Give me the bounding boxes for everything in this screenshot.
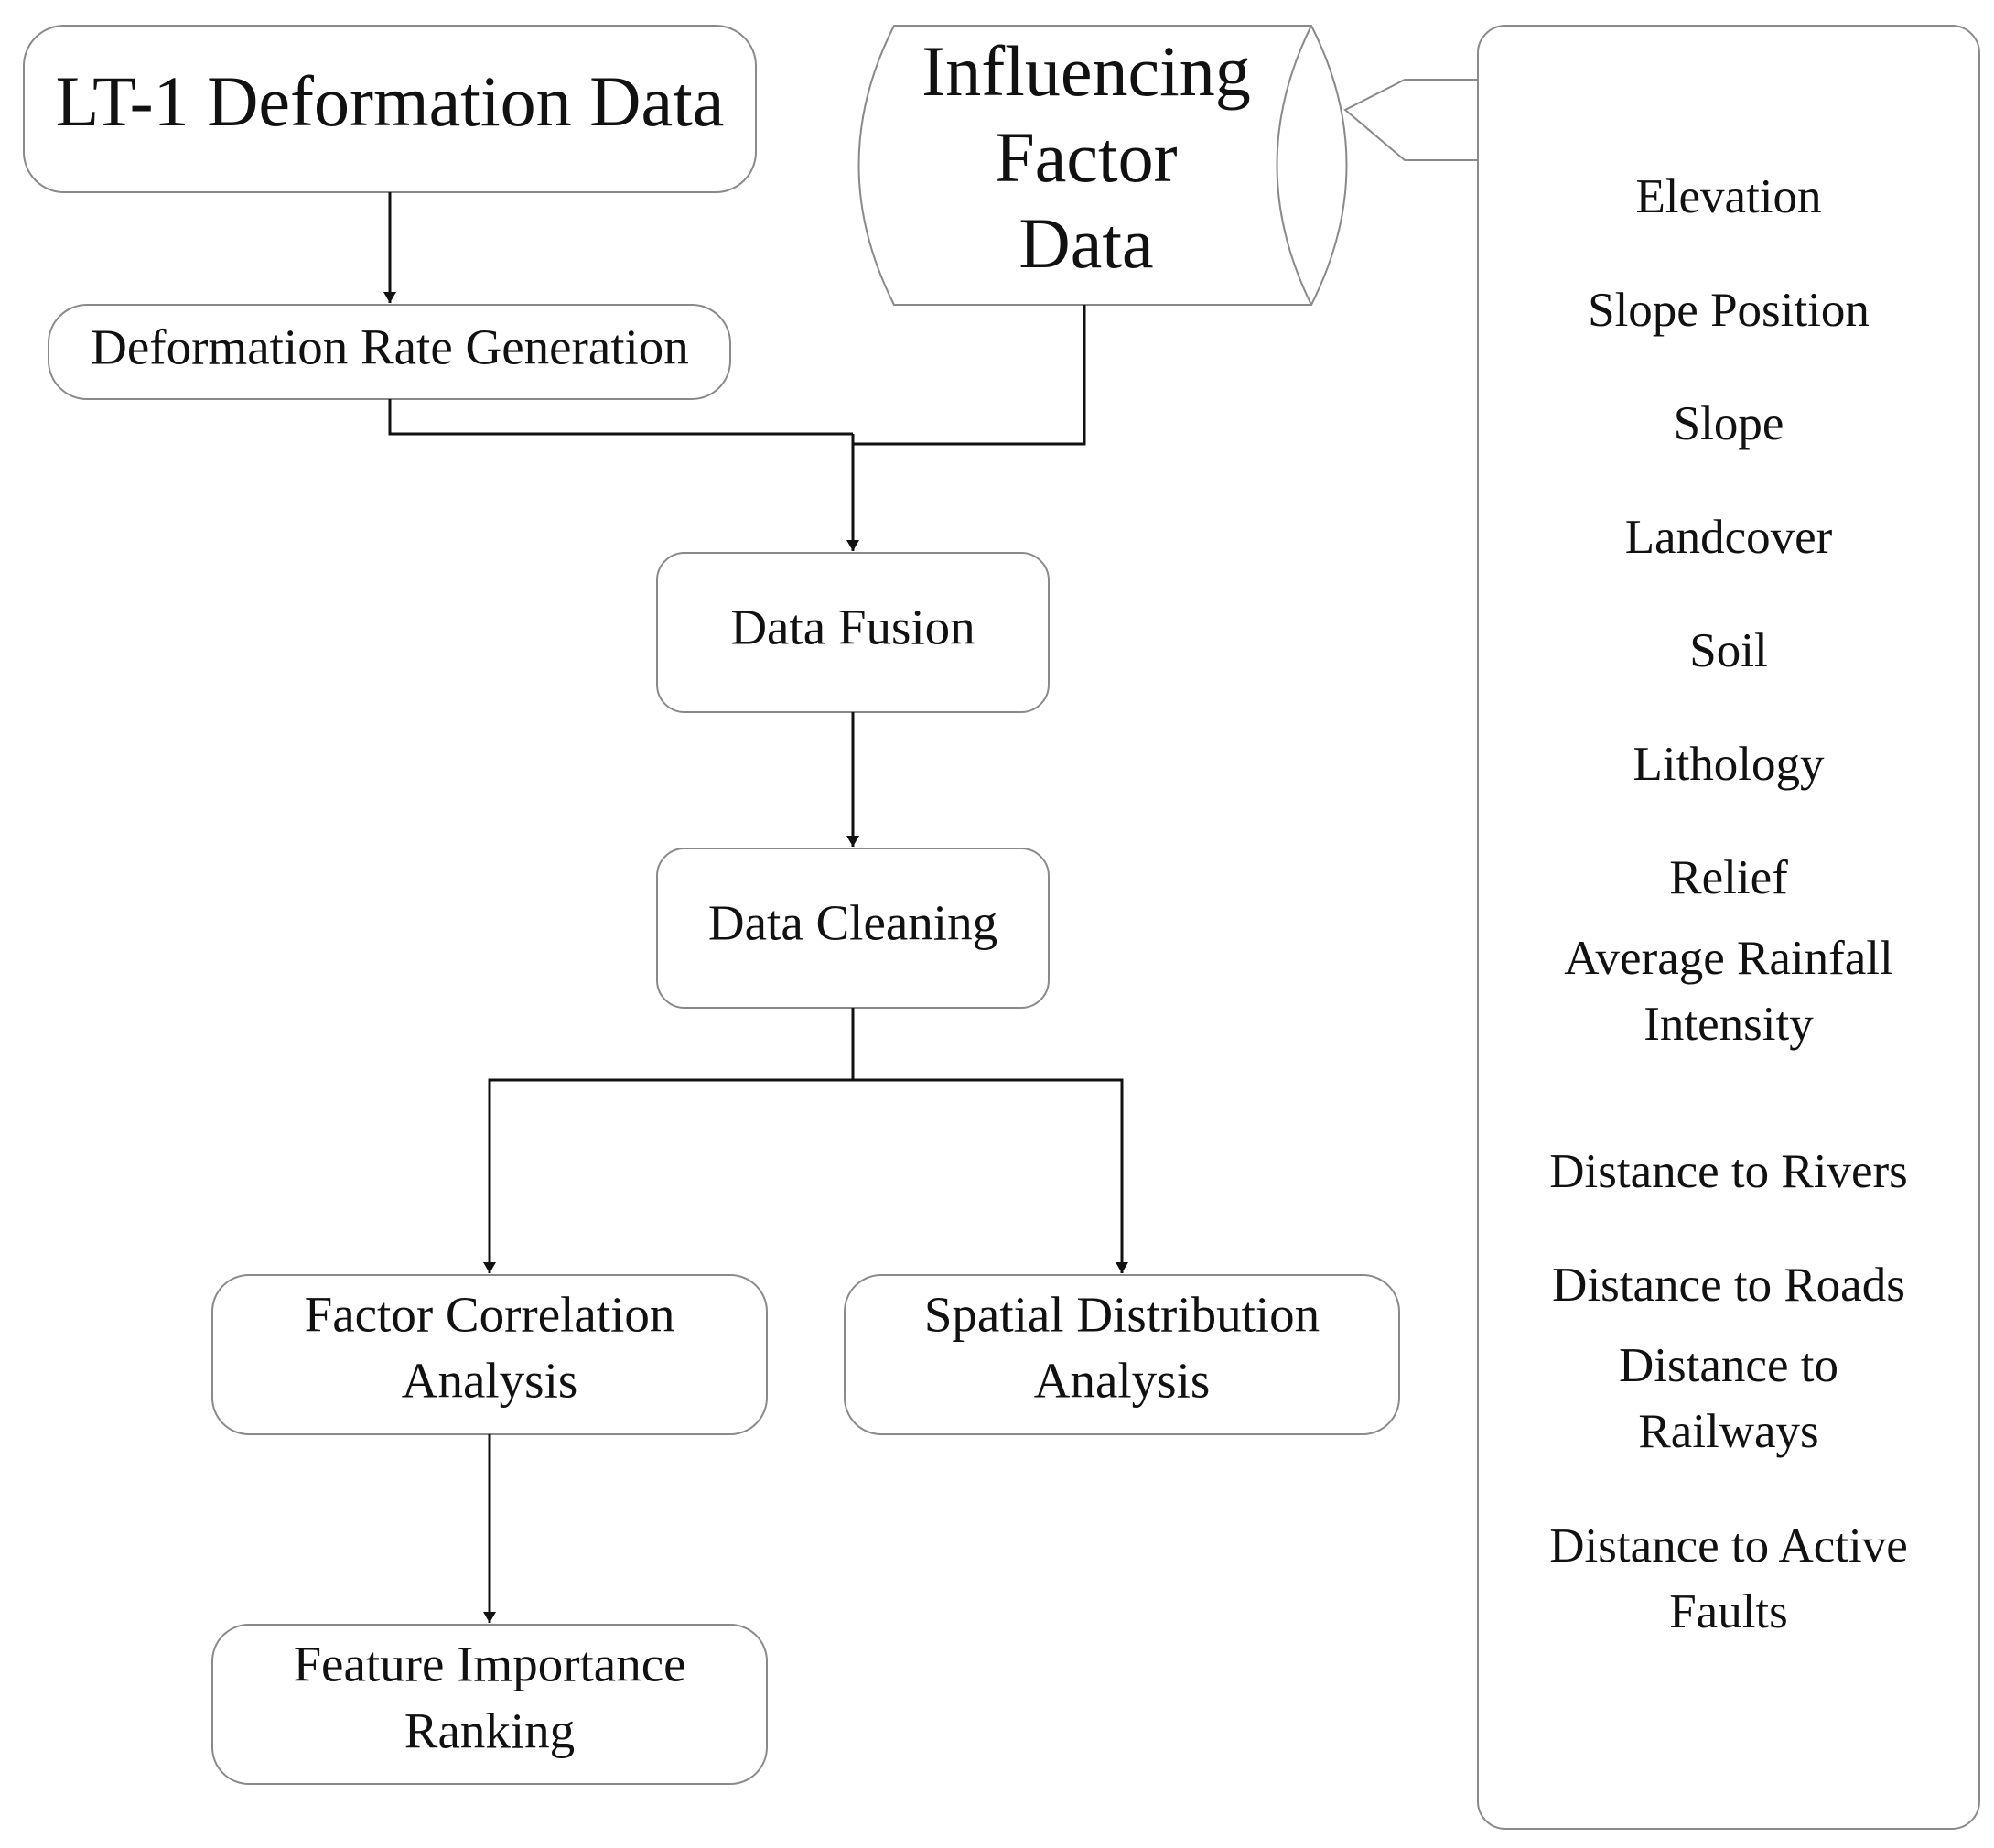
node-influencing-factor-data: Influencing Factor Data [857,25,1348,306]
data-cleaning-label: Data Cleaning [708,895,997,951]
factor-item-8: Distance to Rivers [1549,1145,1908,1198]
factor-item-11-line-1: Distance to Active [1549,1519,1908,1572]
influencing-label-line-3: Data [1019,203,1153,283]
factor-item-1: Slope Position [1588,284,1870,337]
node-feature-importance-ranking: Feature Importance Ranking [211,1624,768,1785]
factor-item-7-line-1: Average Rainfall [1564,932,1893,985]
factor-item-11-line-2: Faults [1669,1585,1788,1638]
node-factor-correlation-analysis: Factor Correlation Analysis [211,1274,768,1435]
arrow-cleaning-to-spatial [853,1078,1128,1273]
factor-item-5: Lithology [1633,738,1825,791]
node-data-cleaning: Data Cleaning [656,848,1050,1009]
arrow-cleaning-to-correlation [483,1078,853,1273]
factor-item-6: Relief [1669,851,1788,904]
connector-rate-to-fusion [388,399,853,436]
connector-influencing-to-fusion [853,305,1086,446]
factor-correlation-label-line-2: Analysis [402,1353,578,1409]
factor-item-7-line-2: Intensity [1644,998,1814,1051]
node-deformation-rate-generation: Deformation Rate Generation [48,304,731,400]
influencing-label-line-1: Influencing [922,31,1251,111]
factor-correlation-label-line-1: Factor Correlation [305,1287,675,1343]
influencing-label-line-2: Factor [995,117,1177,197]
factor-item-0: Elevation [1635,170,1821,223]
feature-importance-label-line-2: Ranking [404,1703,575,1759]
node-lt1-label: LT-1 Deformation Data [56,61,725,141]
callout-bracket [1343,79,1478,161]
node-data-fusion: Data Fusion [656,552,1050,713]
feature-importance-label-line-1: Feature Importance [293,1637,685,1692]
factor-item-9: Distance to Roads [1552,1259,1905,1312]
node-lt1-deformation-data: LT-1 Deformation Data [23,25,757,193]
spatial-distribution-label-line-2: Analysis [1034,1353,1211,1409]
factor-item-4: Soil [1689,624,1767,677]
factor-item-3: Landcover [1625,511,1833,564]
factor-item-10-line-2: Railways [1638,1405,1818,1458]
deformation-rate-label: Deformation Rate Generation [91,319,689,375]
node-spatial-distribution-analysis: Spatial Distribution Analysis [844,1274,1400,1435]
factor-item-10-line-1: Distance to [1619,1339,1838,1392]
factor-item-2: Slope [1674,397,1784,450]
data-fusion-label: Data Fusion [730,600,975,655]
spatial-distribution-label-line-1: Spatial Distribution [924,1287,1320,1343]
